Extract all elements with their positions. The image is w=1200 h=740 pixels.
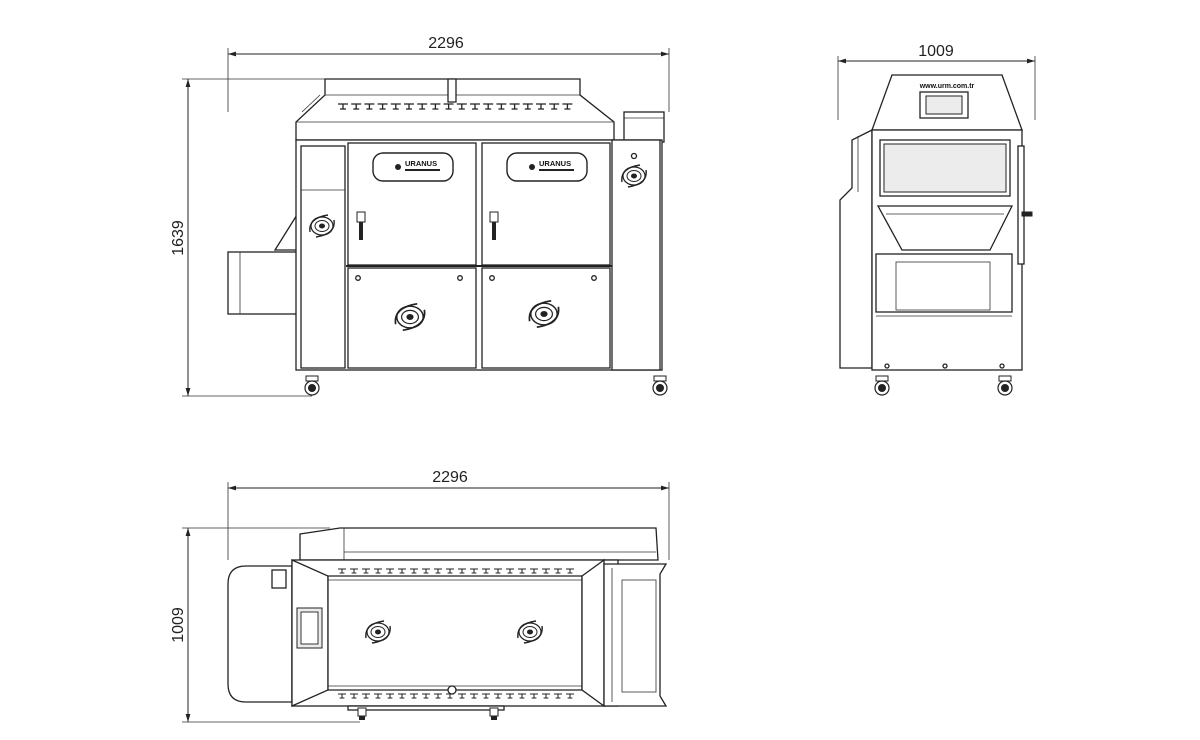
front-door-handle-left: [356, 211, 366, 240]
top-bottom-bar: [347, 705, 505, 711]
top-right-box: [603, 563, 668, 707]
top-rear-bar: [299, 527, 659, 561]
top-width-label: 2296: [432, 469, 468, 486]
side-width-label: 1009: [918, 43, 954, 60]
side-width-dimension: 1009: [837, 43, 1036, 120]
front-hood: [295, 78, 615, 141]
front-caster-left: [304, 375, 320, 396]
front-left-column: [300, 145, 346, 369]
front-top-right-box: [623, 111, 665, 143]
side-view: 1009 www.urm.com.tr: [837, 43, 1036, 396]
front-right-column: [611, 139, 661, 371]
front-left-duct: [227, 207, 301, 315]
side-left-housing: [839, 128, 873, 369]
top-right-trapezoid: [581, 558, 605, 708]
front-height-dimension: 1639: [170, 78, 330, 397]
top-view: 2296 1009: [170, 469, 670, 723]
front-logo-plate-right: URANUS: [506, 152, 588, 182]
front-view: 2296 1639: [170, 35, 670, 397]
side-caster-left: [874, 375, 890, 396]
side-url-text: www.urm.com.tr: [919, 83, 975, 90]
front-logo-text-right: URANUS: [539, 159, 571, 168]
top-width-dimension: 2296: [227, 469, 670, 560]
front-height-label: 1639: [170, 220, 187, 256]
top-bottom-caster-left: [357, 707, 367, 720]
side-lower-bay: [875, 253, 1013, 313]
side-hopper: [876, 205, 1014, 251]
front-caster-right: [652, 375, 668, 396]
front-logo-plate-left: URANUS: [372, 152, 454, 182]
top-left-duct: [227, 565, 293, 703]
side-caster-right: [997, 375, 1013, 396]
front-width-dimension: 2296: [227, 35, 670, 112]
front-width-label: 2296: [428, 35, 464, 52]
side-right-handle: [1017, 145, 1025, 265]
front-logo-text-left: URANUS: [405, 159, 437, 168]
top-bottom-caster-right: [489, 707, 499, 720]
top-depth-label: 1009: [170, 607, 187, 643]
top-depth-dimension: 1009: [170, 527, 360, 723]
front-door-handle-right: [489, 211, 499, 240]
